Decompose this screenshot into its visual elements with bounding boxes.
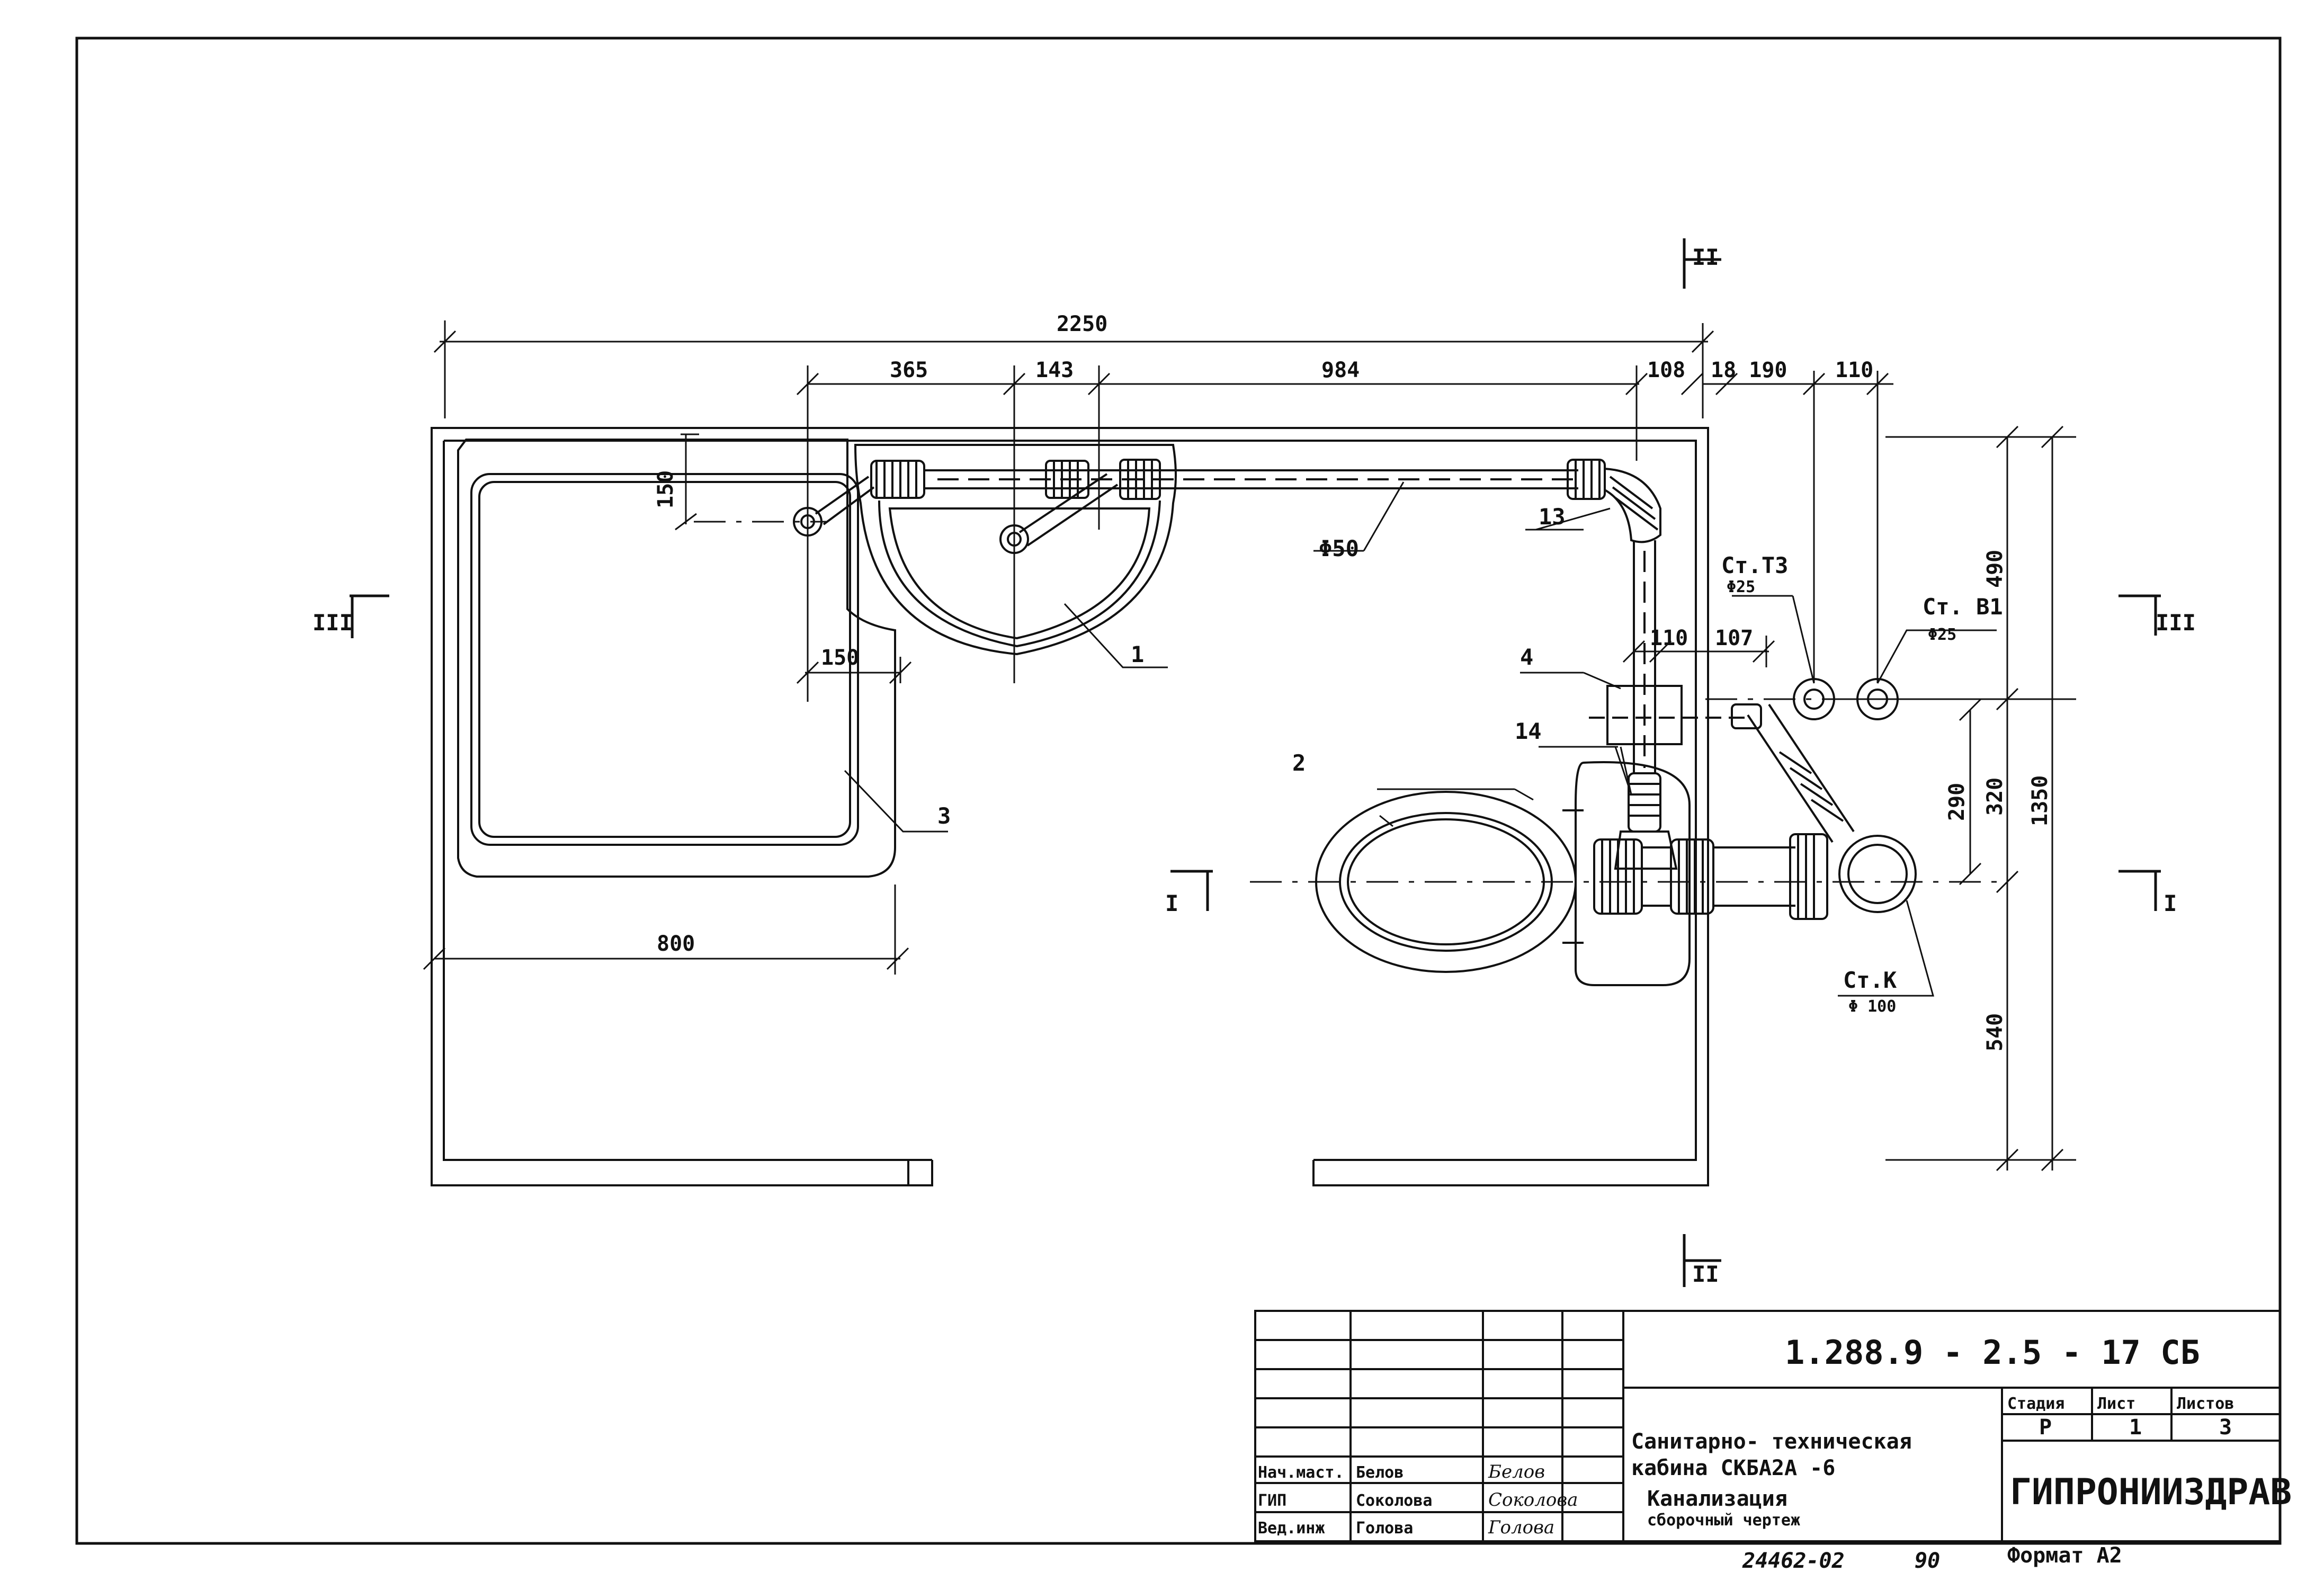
dim-540: 540 <box>1983 1013 2007 1051</box>
section-3-right-label: III <box>2156 610 2196 636</box>
signature-3: Голова <box>1488 1517 1554 1538</box>
label-item-13: 13 <box>1539 504 1566 530</box>
label-riser-t3: Ст.Т3 <box>1721 552 1788 578</box>
dim-1350: 1350 <box>2028 775 2052 826</box>
label-pipe-d50: Φ50 <box>1319 535 1359 561</box>
role-1: Нач.маст. <box>1258 1463 1344 1482</box>
dim-110-mid: 110 <box>1650 626 1688 650</box>
washbasin <box>793 444 1177 656</box>
dim-2250: 2250 <box>1057 312 1107 336</box>
label-item-3: 3 <box>937 803 951 829</box>
drain-pipe-d50 <box>815 459 1855 920</box>
format-label: Формат А2 <box>2007 1543 2122 1568</box>
column-header-sheets: Листов <box>2177 1395 2234 1413</box>
section-marker-1-left <box>1170 870 1213 911</box>
dim-150-horizontal: 150 <box>821 646 859 670</box>
section-marker-3-left <box>350 594 389 638</box>
dimension-lines <box>423 320 2076 1172</box>
dim-490: 490 <box>1983 550 2007 588</box>
name-2: Соколова <box>1356 1491 1433 1510</box>
dim-107: 107 <box>1715 626 1753 650</box>
signature-1: Белов <box>1488 1461 1545 1482</box>
label-item-4: 4 <box>1520 644 1533 670</box>
dim-290: 290 <box>1945 783 1969 821</box>
role-2: ГИП <box>1258 1491 1286 1510</box>
page-number: 90 <box>1915 1549 1940 1573</box>
title-line-1: Санитарно- техническая <box>1631 1430 1912 1454</box>
title-line-4: сборочный чертеж <box>1647 1511 1800 1530</box>
dim-320: 320 <box>1983 778 2007 816</box>
dim-150-vertical: 150 <box>654 470 678 508</box>
section-marker-2-top <box>1683 238 1721 289</box>
section-marker-3-right <box>2119 594 2161 636</box>
section-marker-2-bottom <box>1683 1234 1721 1287</box>
section-2-top-label: II <box>1692 244 1719 270</box>
column-header-stage: Стадия <box>2007 1395 2064 1413</box>
dim-110-top: 110 <box>1835 358 1873 382</box>
section-1-right-label: I <box>2164 890 2177 916</box>
leader-lines <box>844 481 1997 997</box>
section-marker-1-right <box>2119 870 2161 911</box>
label-item-14: 14 <box>1515 718 1542 744</box>
sheet-value: 1 <box>2129 1415 2142 1440</box>
stage-value: Р <box>2039 1415 2052 1440</box>
label-item-1: 1 <box>1131 641 1144 667</box>
label-riser-k-diameter: Φ 100 <box>1848 997 1896 1016</box>
shower-tray <box>457 439 896 878</box>
signature-2: Соколова <box>1488 1489 1578 1511</box>
inventory-number: 24462-02 <box>1742 1549 1845 1573</box>
cabin-walls <box>431 427 1709 1186</box>
name-1: Белов <box>1356 1463 1404 1482</box>
title-line-2: кабина СКБА2А -6 <box>1631 1456 1835 1480</box>
label-riser-k: Ст.К <box>1843 967 1897 993</box>
dim-365: 365 <box>890 358 928 382</box>
role-3: Вед.инж <box>1258 1519 1325 1538</box>
label-item-2: 2 <box>1292 750 1306 776</box>
label-riser-b1-diameter: Φ25 <box>1928 626 1956 644</box>
dim-984: 984 <box>1321 358 1360 382</box>
title-block <box>1254 1310 2281 1542</box>
name-3: Голова <box>1356 1519 1413 1538</box>
sheet-frame <box>75 37 2282 1545</box>
doc-code: 1.288.9 - 2.5 - 17 СБ <box>1785 1333 2200 1372</box>
section-3-left-label: III <box>312 610 353 636</box>
sheets-value: 3 <box>2219 1415 2232 1440</box>
label-riser-t3-diameter: Φ25 <box>1727 578 1755 596</box>
title-line-3: Канализация <box>1647 1487 1787 1511</box>
dim-108: 108 <box>1647 358 1685 382</box>
section-1-left-label: I <box>1165 890 1178 916</box>
riser-k-d100 <box>1838 835 1917 913</box>
dim-143: 143 <box>1035 358 1074 382</box>
label-riser-b1: Ст. В1 <box>1923 594 2003 620</box>
dim-800: 800 <box>657 932 695 956</box>
organization-name: ГИПРОНИИЗДРАВ <box>2010 1471 2292 1513</box>
dim-18-190: 18 190 <box>1711 358 1787 382</box>
column-header-sheet: Лист <box>2097 1395 2135 1413</box>
section-2-bottom-label: II <box>1692 1261 1719 1287</box>
